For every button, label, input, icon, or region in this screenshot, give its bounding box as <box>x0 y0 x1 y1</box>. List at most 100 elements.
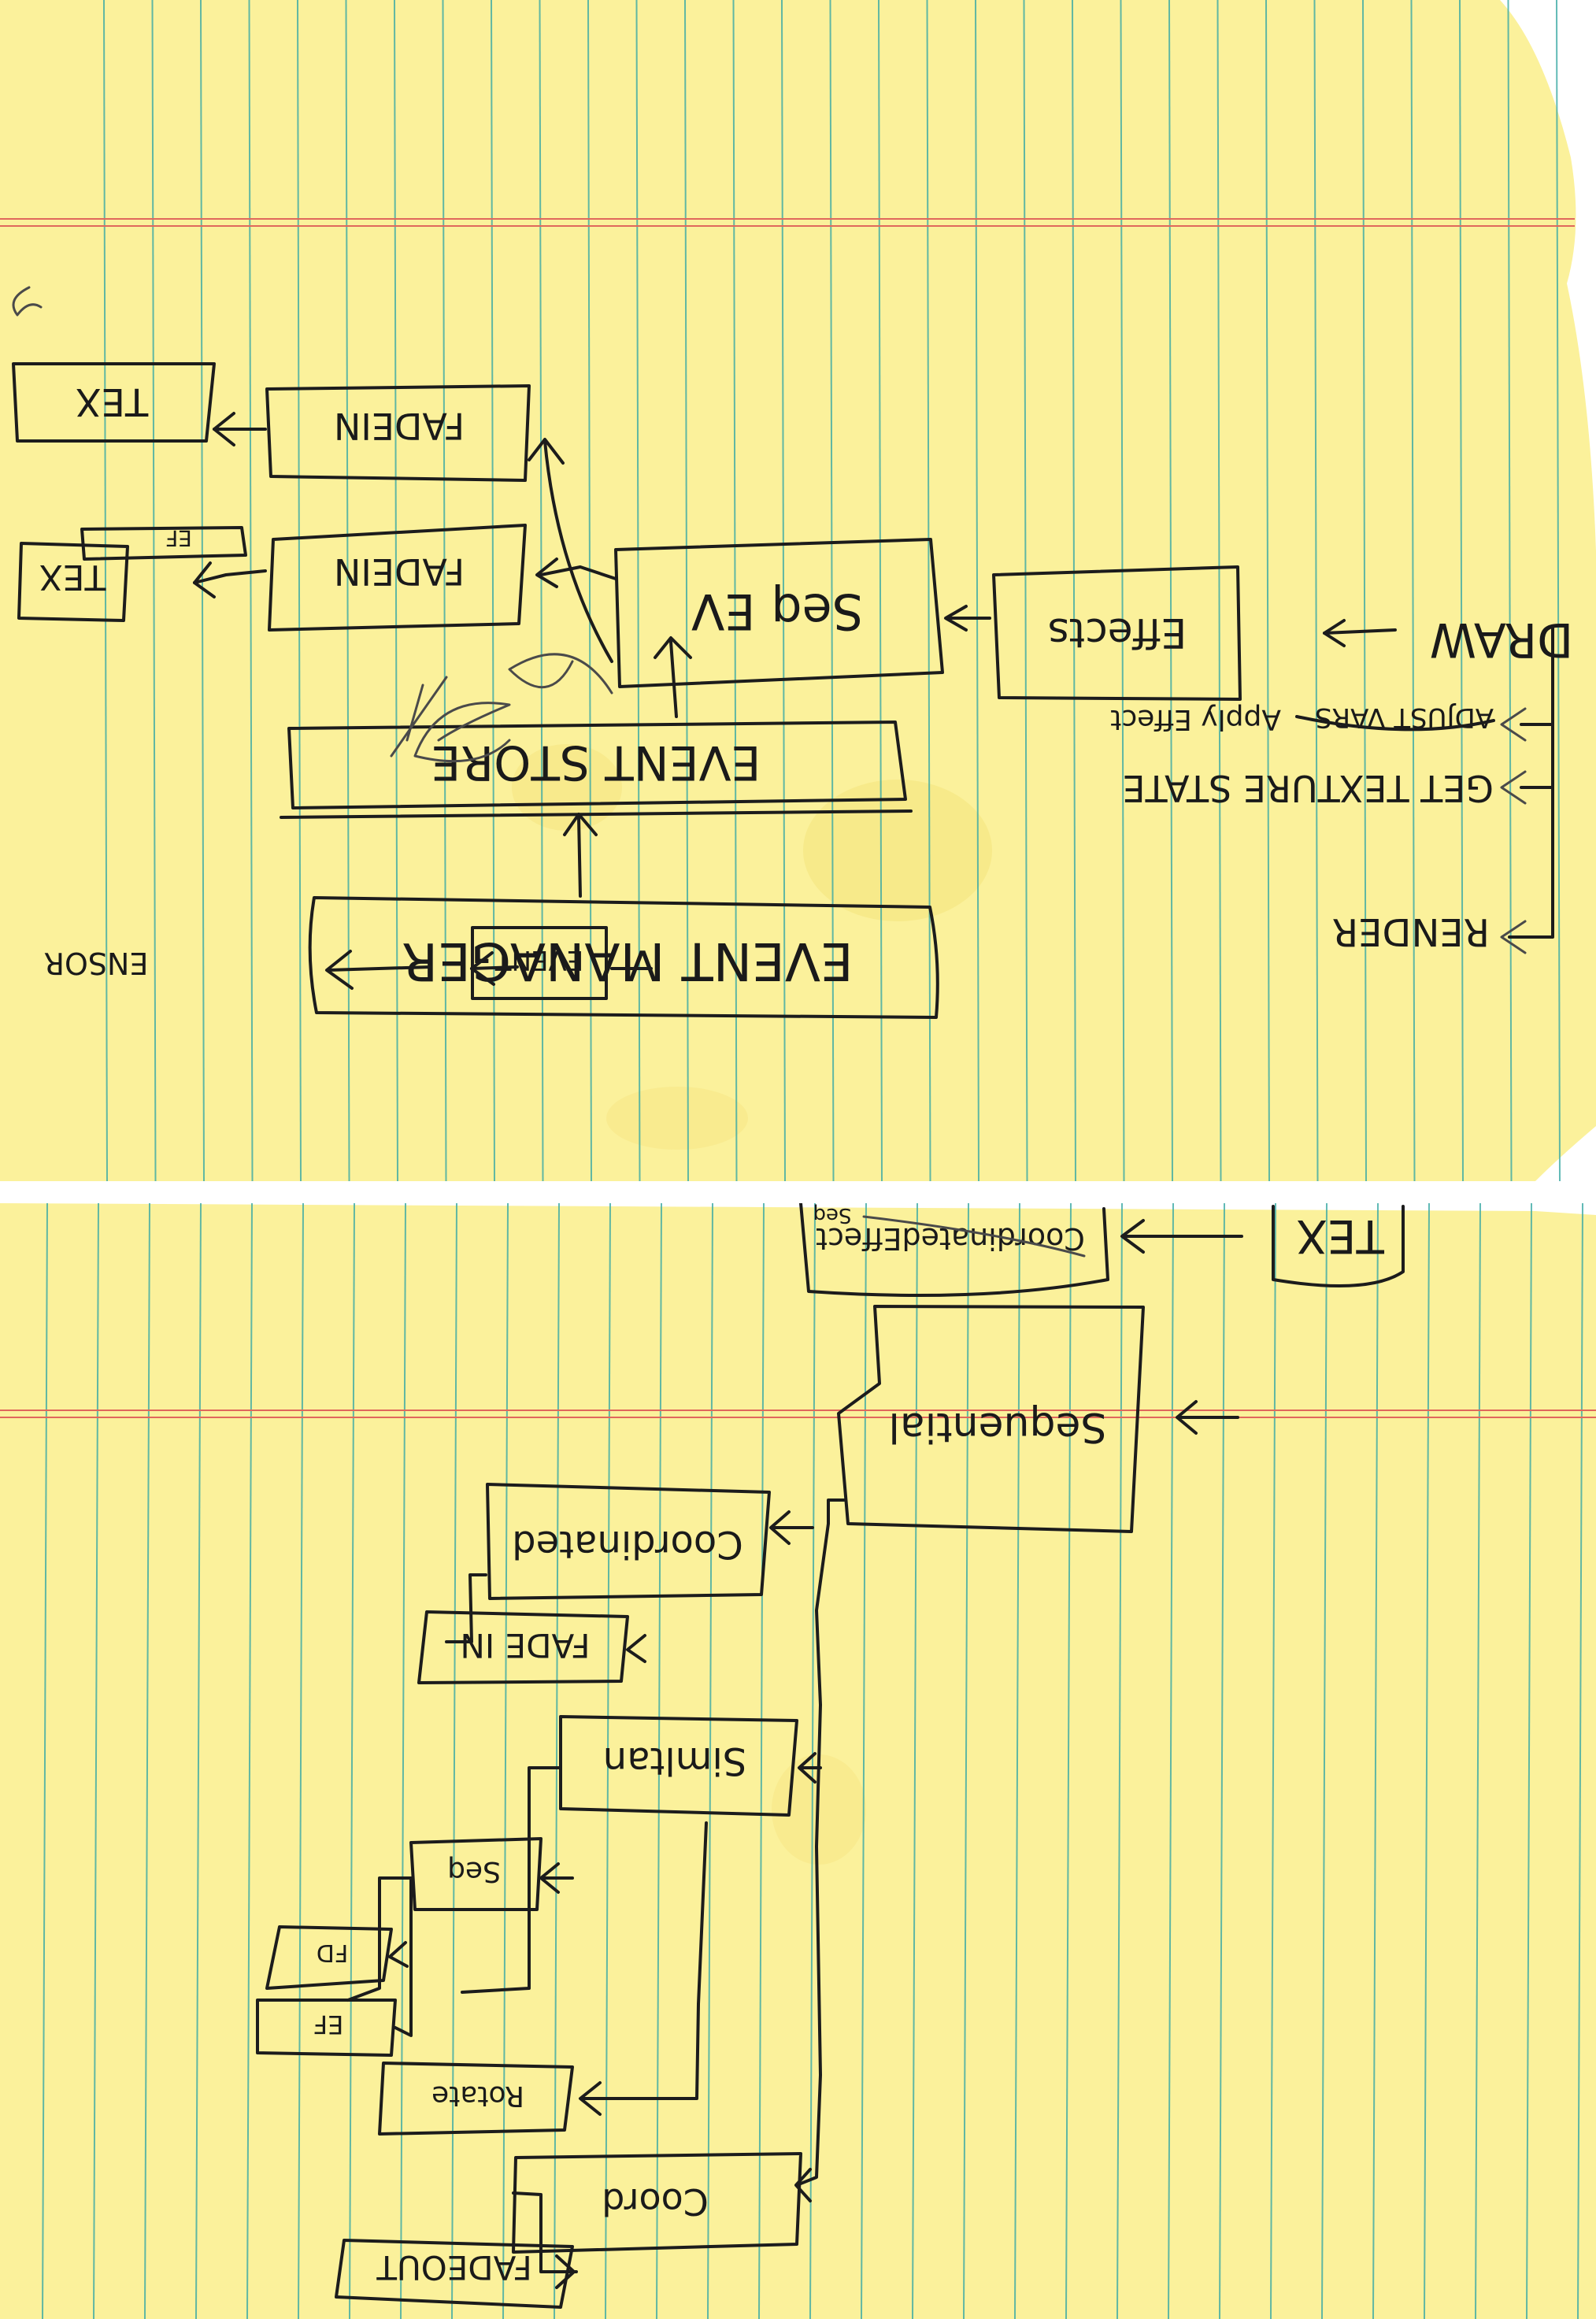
arrow-head <box>1176 1400 1198 1435</box>
arrow-head <box>798 1752 817 1784</box>
top-sheet: EVENT MANAGER EVENT ENSOR EVENT STORE <box>0 0 1596 1181</box>
ruled-line <box>1577 1203 1583 2319</box>
ruled-line <box>297 0 302 1181</box>
arrow-head <box>1500 770 1527 805</box>
ruled-line <box>298 1203 304 2319</box>
ef-label: EF <box>165 525 192 551</box>
sequential-node: Sequential <box>837 1305 1145 1533</box>
ruled-line <box>926 0 931 1181</box>
ruled-line <box>1265 0 1270 1181</box>
arrow <box>327 965 432 972</box>
ruled-line <box>1424 1203 1430 2319</box>
connector <box>394 1876 413 2037</box>
scribble <box>12 286 43 317</box>
ruled-line <box>635 0 641 1181</box>
margin-line <box>0 218 1575 227</box>
ruled-line <box>1526 1203 1532 2319</box>
draw-label: DRAW <box>1430 612 1574 667</box>
draw-steps: ADJUST VARS Apply Effect GET TEXTURE STA… <box>1110 624 1554 954</box>
arrow-head <box>1500 707 1527 742</box>
seq-ev-node: Seq EV <box>614 538 944 688</box>
connector-spine <box>346 1876 413 2002</box>
connector-spine <box>461 1766 562 1994</box>
arrow-head <box>193 561 216 598</box>
arrow <box>539 565 617 580</box>
coord-label: Coord <box>602 2180 709 2223</box>
strike-through <box>1295 715 1495 732</box>
fd-node: FD <box>265 1925 393 1990</box>
stain <box>803 780 992 921</box>
connector-spine <box>795 1498 846 2187</box>
seq-ev-label: Seq EV <box>691 583 863 640</box>
coord-node: Coord <box>512 2152 802 2254</box>
arrow-head <box>539 1862 560 1894</box>
arrow-head <box>1120 1219 1145 1254</box>
scribble <box>508 653 613 695</box>
ef-node: EF <box>80 525 247 561</box>
ruled-line <box>1321 1203 1328 2319</box>
ruled-lines <box>42 1203 1583 2319</box>
arrow-head <box>654 636 692 659</box>
ensor-label: ENSOR <box>44 946 149 980</box>
arrow <box>470 965 519 970</box>
ruled-line <box>707 1203 713 2319</box>
ruled-line <box>42 1203 48 2319</box>
coordinated-label: Coordinated <box>512 1522 743 1566</box>
scribble <box>862 1215 1086 1258</box>
ruled-line <box>1168 1203 1174 2319</box>
ruled-line <box>732 0 738 1181</box>
arrow-head <box>626 1634 646 1663</box>
ruled-line <box>394 0 398 1181</box>
coordinated-effect-node: CoordinatedEffect Seq <box>799 1203 1109 1297</box>
ruled-line <box>758 1203 765 2319</box>
effects-label: Effects <box>1048 609 1187 656</box>
ruled-line <box>195 1203 202 2319</box>
ruled-line <box>878 0 883 1181</box>
step-get-texture-state: GET TEXTURE STATE <box>1123 767 1494 809</box>
connector <box>445 1573 487 1643</box>
bottom-sheet: TEX CoordinatedEffect Seq Sequential <box>0 1203 1596 2319</box>
ruled-line <box>781 0 786 1181</box>
fadeout-label: FADEOUT <box>376 2248 532 2287</box>
tex-label-a: TEX <box>39 557 107 597</box>
sequential-label: Sequential <box>888 1403 1106 1450</box>
ruled-line <box>975 0 979 1181</box>
ruled-line <box>144 1203 150 2319</box>
tex-node-b: TEX <box>12 362 216 443</box>
stain <box>512 744 622 831</box>
bottom-sheet-canvas: TEX CoordinatedEffect Seq Sequential <box>0 1203 1596 2319</box>
ruled-line <box>1459 0 1464 1181</box>
ruled-line <box>246 1203 253 2319</box>
ruled-line <box>1475 1203 1481 2319</box>
coordinated-effect-sublabel: Seq <box>813 1203 851 1227</box>
ruled-line <box>1219 1203 1225 2319</box>
margin-line <box>0 1410 1596 1418</box>
scribble <box>413 702 511 763</box>
arrow <box>1323 628 1397 635</box>
ruled-line <box>963 1203 969 2319</box>
fadein-node-b: FADEIN <box>265 384 531 482</box>
event-store-label: EVENT STORE <box>431 735 761 790</box>
arrow-head <box>388 1941 409 1968</box>
ruled-line <box>502 1203 509 2319</box>
event-label: EVENT <box>495 944 584 976</box>
ruled-line <box>809 1203 816 2319</box>
ruled-line <box>1023 0 1028 1181</box>
ruled-line <box>442 0 447 1181</box>
coordinated-node: Coordinated <box>486 1483 771 1600</box>
ruled-line <box>1556 0 1561 1181</box>
ruled-line <box>1072 0 1076 1181</box>
ruled-line <box>912 1203 918 2319</box>
ruled-line <box>1362 0 1367 1181</box>
ruled-line <box>861 1203 867 2319</box>
ruled-line <box>1313 0 1319 1181</box>
simultan-node: Simltan <box>559 1715 798 1817</box>
event-store-node: EVENT STORE <box>280 721 913 819</box>
ruled-line <box>587 0 592 1181</box>
arrow <box>543 439 613 663</box>
event-manager-label: EVENT MANAGER <box>402 931 853 991</box>
ruled-line <box>200 0 205 1181</box>
step-render: RENDER <box>1332 909 1490 954</box>
fadein-node-a: FADEIN <box>268 524 527 632</box>
ef-node: EF <box>256 1999 397 2057</box>
